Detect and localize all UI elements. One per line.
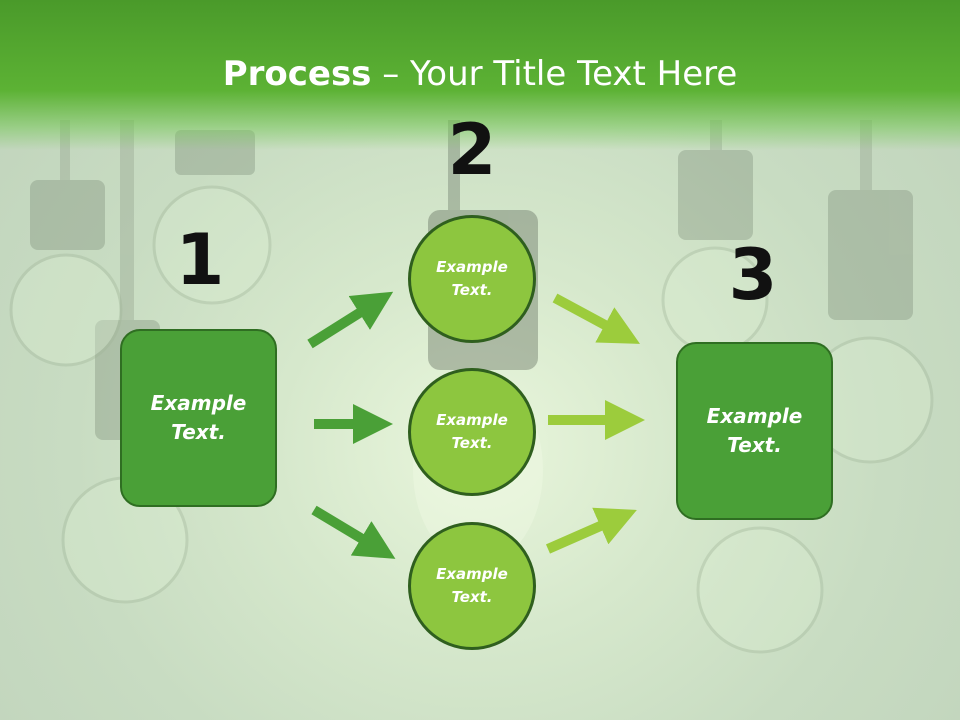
light-bulb-icon (661, 120, 769, 354)
title-bold: Process (222, 54, 372, 94)
step-number-1: 1 (175, 219, 225, 301)
title-banner (0, 0, 960, 150)
arrow-right-icon (552, 293, 641, 344)
step-number-2: 2 (447, 109, 497, 191)
slide-title: Process – Your Title Text Here (0, 52, 960, 96)
arrow-right-icon (307, 291, 394, 349)
step-2-circle-1: Example Text. (408, 215, 536, 343)
step-2-circle-2: Example Text. (408, 368, 536, 496)
step-2-circle-3: Example Text. (408, 522, 536, 650)
light-bulb-icon (9, 120, 123, 367)
step-2-circle-1-text: Example Text. (436, 258, 508, 299)
step-1-text: Example Text. (150, 391, 247, 444)
light-bulb-icon (696, 526, 824, 654)
step-1-box: Example Text. (120, 329, 277, 507)
light-bulb-icon (806, 120, 934, 464)
arrow-right-icon (311, 505, 396, 559)
step-2-circle-3-text: Example Text. (436, 565, 508, 606)
arrow-right-icon (545, 507, 637, 554)
step-number-3: 3 (728, 234, 778, 316)
step-2-circle-2-text: Example Text. (436, 411, 508, 452)
step-3-box: Example Text. (676, 342, 833, 520)
step-3-text: Example Text. (706, 404, 803, 457)
title-rest: – Your Title Text Here (371, 54, 738, 94)
